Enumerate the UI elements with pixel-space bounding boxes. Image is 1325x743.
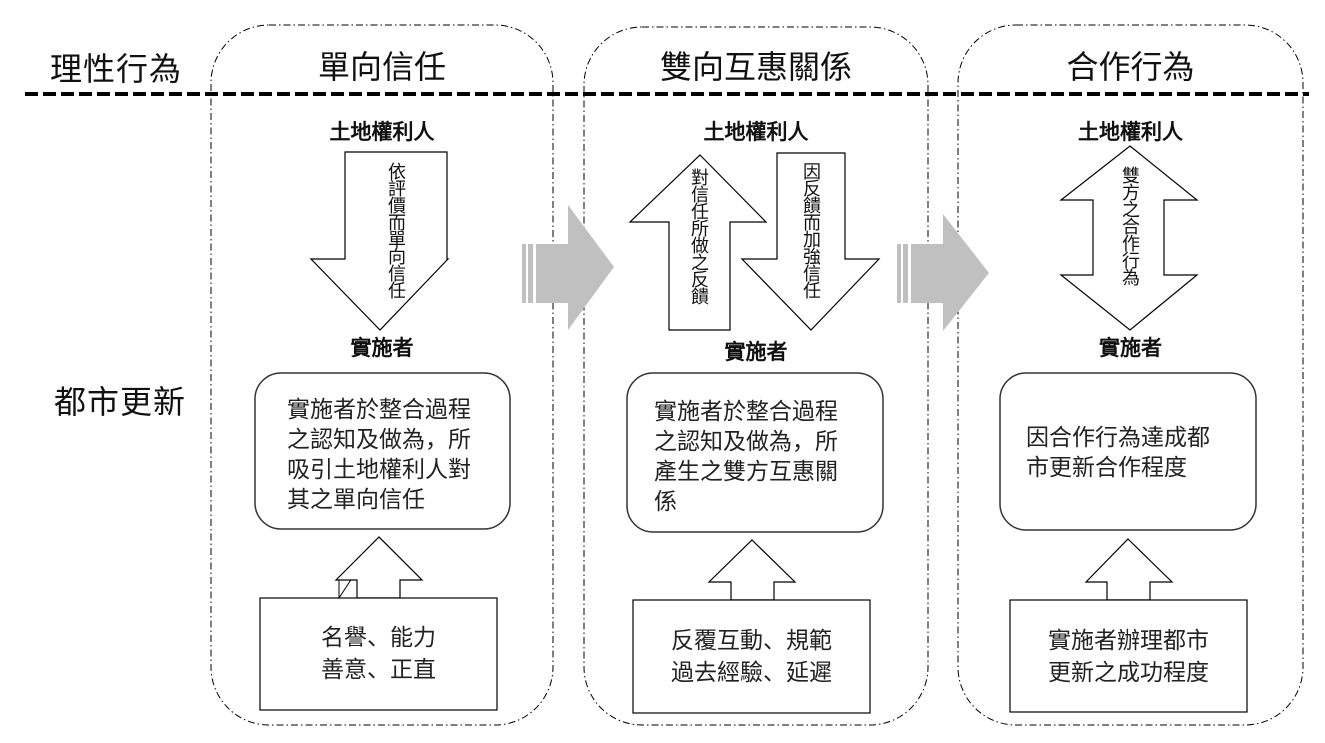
cooperation-factor-up-arrow [1084,538,1174,601]
one-way-trust-description-box [254,372,511,530]
double-arrow-label: 雙方之合作行為 [1119,166,1140,285]
description-line: 之認知及做為，所 [654,429,838,455]
description-line: 之認知及做為，所 [287,427,471,453]
bottom-actor-implementer: 實施者 [1099,335,1162,360]
factors-text: 反覆互動、規範 過去經驗、延遲 [633,625,870,689]
panel-frame-reciprocal [583,26,929,726]
reciprocal-factors-box [632,599,871,714]
top-actor-landowner: 土地權利人 [703,119,809,144]
cooperation-description-box [999,372,1257,531]
factor-line: 更新之成功程度 [1048,660,1209,686]
feedback-up-arrow [628,154,768,331]
factors-text: 實施者辦理都市 更新之成功程度 [1010,625,1247,689]
factor-line: 實施者辦理都市 [1048,628,1209,654]
description-text: 實施者於整合過程 之認知及做為，所 吸引土地權利人對 其之單向信任 [287,395,497,515]
factor-line: 過去經驗、延遲 [671,660,832,686]
panel-frame-cooperation [957,24,1304,726]
factor-line: 反覆互動、規範 [671,628,832,654]
description-line: 吸引土地權利人對 [287,457,471,483]
reciprocal-description-box [626,372,884,533]
one-way-trust-down-arrow [309,151,450,331]
panel-frame-one-way-trust [210,24,554,726]
description-text: 實施者於整合過程 之認知及做為，所 產生之雙方互惠關 係 [654,397,869,517]
reinforced-trust-down-arrow [740,152,881,331]
down-arrow-label: 因反饋而加強信任 [800,162,821,298]
transition-arrow-2 [897,214,989,331]
panel-title: 雙向互惠關係 [659,48,852,86]
row-label-rational-behavior: 理性行為 [50,50,183,88]
description-line: 因合作行為達成都 [1026,425,1210,451]
description-text: 因合作行為達成都 市更新合作程度 [1026,423,1241,483]
description-line: 市更新合作程度 [1026,455,1187,481]
arrow-label: 依評價而單向信任 [385,162,406,298]
one-way-trust-factor-arrow-shape [334,536,424,599]
top-actor-landowner: 土地權利人 [1078,119,1183,144]
description-line: 實施者於整合過程 [287,397,471,423]
bottom-actor-implementer: 實施者 [350,335,414,360]
reciprocal-factor-up-arrow [707,539,797,601]
description-line: 其之單向信任 [287,487,425,513]
factors-text: 名譽、能力 善意、正直 [260,622,497,686]
cooperation-double-arrow [1059,145,1199,331]
one-way-trust-factors-box [259,597,498,711]
description-line: 實施者於整合過程 [654,399,838,425]
transition-arrow-1 [522,205,614,330]
up-arrow-label: 對信任所做之反饋 [688,168,709,304]
cooperation-factors-box [1009,599,1248,713]
description-line: 係 [654,489,677,515]
panel-title: 單向信任 [317,48,446,86]
top-actor-landowner: 土地權利人 [329,119,435,144]
row-label-urban-renewal: 都市更新 [54,383,187,421]
panel-title: 合作行為 [1066,48,1195,86]
description-line: 產生之雙方互惠關 [654,459,838,485]
factor-line: 名譽、能力 [321,625,436,651]
bottom-actor-implementer: 實施者 [724,339,788,364]
factor-line: 善意、正直 [321,657,436,683]
